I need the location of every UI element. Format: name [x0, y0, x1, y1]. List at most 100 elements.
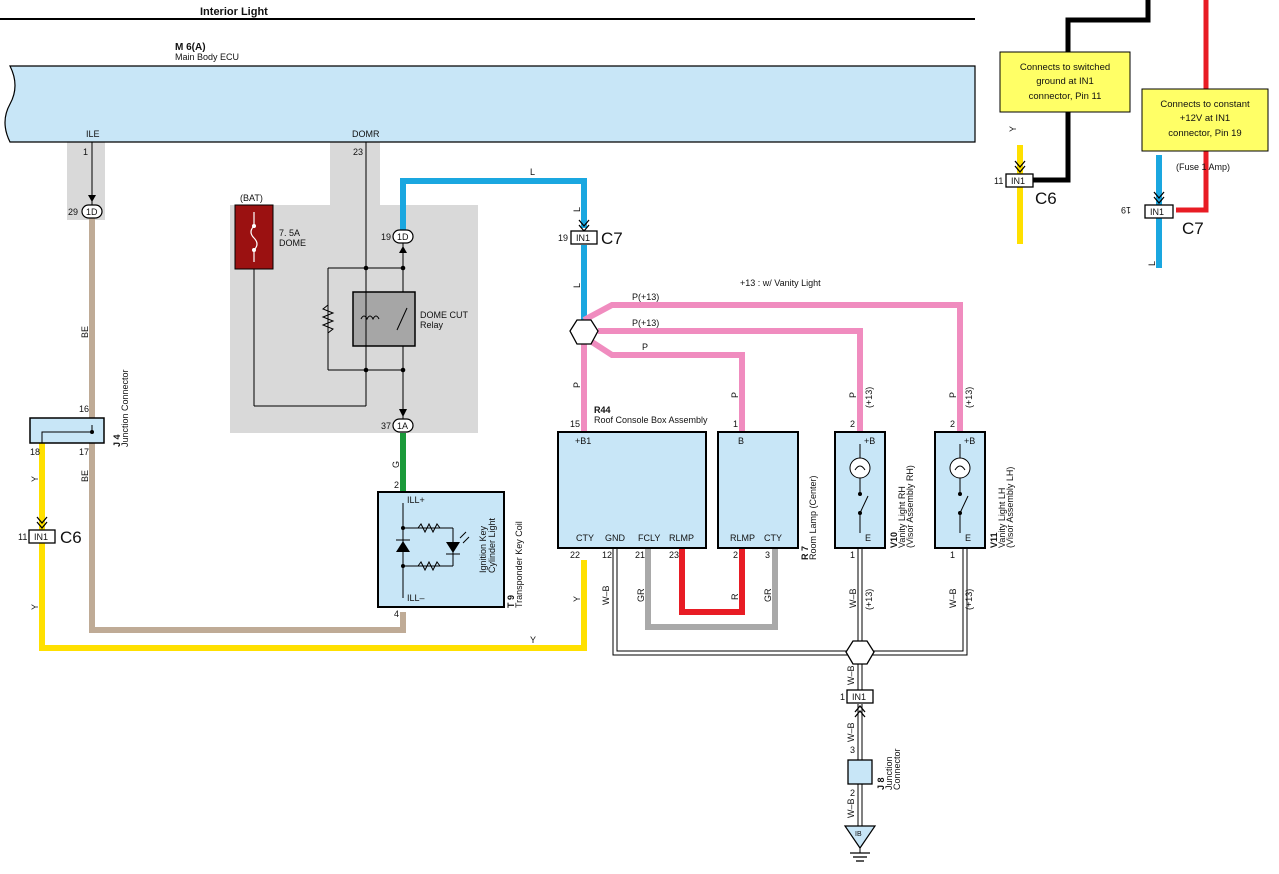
r7-code: R 7 — [800, 546, 810, 560]
svg-text:IN1: IN1 — [852, 692, 866, 702]
v10-code: V10 — [889, 532, 899, 548]
wire-label-y-c6: Y — [1008, 126, 1018, 132]
pin-18: 18 — [30, 447, 40, 457]
wire-wb-bundle — [612, 548, 968, 826]
connector-c7-right: IN1 — [1144, 191, 1174, 219]
wire-p13-rh — [598, 328, 863, 432]
pin-11-right: 11 — [994, 176, 1003, 186]
ecu-pin-1: 1 — [83, 147, 88, 157]
room-lamp-r7: B RLMP CTY — [717, 431, 799, 549]
svg-text:+B: +B — [864, 436, 875, 446]
note-constant-power: Connects to constant +12V at IN1 connect… — [1141, 88, 1269, 152]
t9-sub-1: Ignition Key — [478, 525, 488, 573]
wire-p13-lh — [582, 302, 963, 432]
splice-pink — [569, 319, 599, 345]
relay-node-c — [400, 265, 406, 271]
relay-shade-top — [380, 230, 478, 240]
connector-c6-left: IN1 — [28, 516, 56, 544]
connector-c6-right: IN1 — [1005, 160, 1034, 188]
vanity-light-rh-v10: +B E — [834, 431, 886, 549]
junction-1d-relay: 1D — [392, 229, 414, 244]
pin-16: 16 — [79, 404, 89, 414]
ecu-name: Main Body ECU — [175, 52, 239, 62]
wire-label-plus13-rh-lower: (+13) — [864, 589, 874, 610]
wire-label-r: R — [730, 593, 740, 600]
wire-label-p13-top: P(+13) — [632, 292, 659, 302]
pin-17: 17 — [79, 447, 89, 457]
arrow-markers — [88, 195, 407, 417]
wire-label-l-top: L — [530, 167, 535, 177]
junction-1d-upper: 1D — [81, 204, 103, 219]
svg-text:connector, Pin 19: connector, Pin 19 — [1168, 128, 1241, 139]
svg-text:Connects to constant: Connects to constant — [1160, 99, 1250, 110]
pin-15: 15 — [570, 419, 580, 429]
wire-p-room — [590, 339, 745, 432]
wire-label-l-lower: L — [572, 283, 582, 288]
wire-label-gr-left: GR — [636, 588, 646, 602]
fuse-dome — [234, 204, 274, 270]
pin-23-r44: 23 — [669, 550, 679, 560]
wire-red-power — [1176, 0, 1209, 213]
wire-label-wb-r44: W–B — [601, 585, 611, 605]
pin-11-left: 11 — [18, 532, 27, 542]
wire-label-y-lower: Y — [30, 604, 40, 610]
c6-label-right: C6 — [1035, 189, 1057, 208]
wire-label-p-rh: P — [848, 392, 858, 398]
v11-name-2: (Visor Assembly LH) — [1005, 467, 1015, 548]
ecu-code: M 6(A) — [175, 42, 206, 53]
pin-22: 22 — [570, 550, 580, 560]
svg-text:CTY: CTY — [576, 533, 594, 543]
v11-name-1: Vanity Light LH — [997, 488, 1007, 548]
pin-2-r7: 2 — [733, 550, 738, 560]
wire-label-plus13-lh: (+13) — [964, 387, 974, 408]
wire-label-p13-mid: P(+13) — [632, 318, 659, 328]
pin-19-c7: 19 — [558, 233, 568, 243]
pin-2-j8: 2 — [850, 788, 855, 798]
pin-2-v11: 2 — [950, 419, 955, 429]
wire-y — [39, 443, 587, 651]
pin-1-in1: 1 — [840, 692, 845, 702]
svg-text:1D: 1D — [397, 232, 409, 242]
svg-text:IN1: IN1 — [1011, 176, 1025, 186]
svg-text:connector, Pin 11: connector, Pin 11 — [1029, 91, 1102, 102]
j4-name: Junction Connector — [120, 369, 130, 447]
splice-wb — [845, 640, 875, 665]
pin-37: 37 — [381, 421, 391, 431]
wire-black-ground — [1032, 0, 1151, 183]
wire-label-y-bottom: Y — [530, 635, 536, 645]
svg-text:FCLY: FCLY — [638, 533, 660, 543]
wire-label-wb-upper: W–B — [846, 665, 856, 685]
ecu-pin-23: 23 — [353, 147, 363, 157]
pin-1-r7: 1 — [733, 419, 738, 429]
dome-cut-relay — [352, 291, 416, 347]
fuse-name: DOME — [279, 238, 306, 248]
transponder-key-coil-t9: ILL+ ILL– — [377, 491, 505, 608]
svg-text:ground at IN1: ground at IN1 — [1036, 76, 1094, 87]
pin-1-v11: 1 — [950, 550, 955, 560]
wire-label-p-console: P — [572, 382, 582, 388]
svg-text:+B: +B — [964, 436, 975, 446]
junction-1a: 1A — [392, 418, 414, 433]
wire-label-plus13-lh-lower: (+13) — [964, 589, 974, 610]
fuse-rating: 7. 5A — [279, 228, 300, 238]
fuse-note: (Fuse 1 Amp) — [1176, 162, 1230, 172]
junction-connector-j8 — [847, 759, 873, 785]
j8-name-1: Junction — [884, 756, 894, 790]
main-body-ecu-band — [4, 65, 976, 143]
c7-label: C7 — [601, 229, 623, 248]
wire-label-p-room: P — [730, 392, 740, 398]
svg-text:IN1: IN1 — [1150, 207, 1164, 217]
pin-3-r7: 3 — [765, 550, 770, 560]
wire-label-wb-v11: W–B — [948, 588, 958, 608]
diagram-title: Interior Light — [200, 6, 268, 18]
v10-name-2: (Visor Assembly RH) — [905, 465, 915, 548]
roof-console-box-r44: +B1 CTY GND FCLY RLMP — [557, 431, 707, 549]
r7-name: Room Lamp (Center) — [808, 475, 818, 560]
connector-in1-ground: IN1 — [846, 689, 874, 718]
wire-label-l-upper: L — [572, 207, 582, 212]
svg-text:ILL–: ILL– — [407, 593, 425, 603]
c6-label-left: C6 — [60, 528, 82, 547]
vanity-light-lh-v11: +B E — [934, 431, 986, 549]
pin-19-relay: 19 — [381, 232, 391, 242]
svg-text:ILL+: ILL+ — [407, 495, 425, 505]
